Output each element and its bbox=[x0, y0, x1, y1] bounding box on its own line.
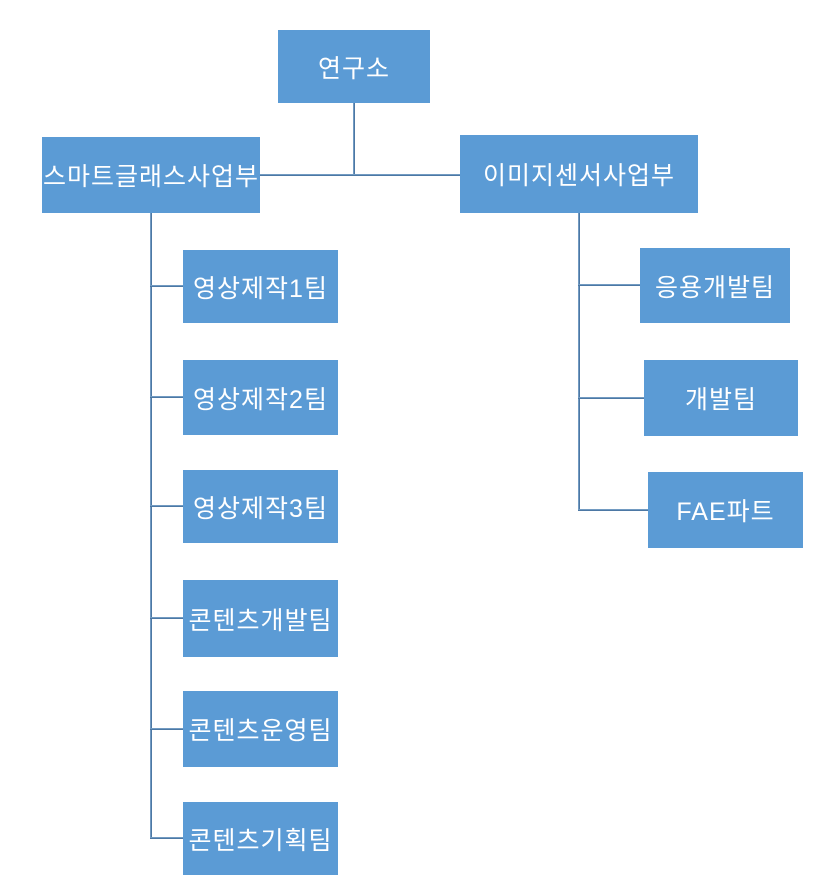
org-node-team-video-production-3: 영상제작3팀 bbox=[183, 470, 338, 543]
connector-left-stub-1 bbox=[150, 285, 183, 287]
connector-left-trunk bbox=[150, 213, 152, 839]
connector-left-stub-2 bbox=[150, 396, 183, 398]
connector-divisions-rail bbox=[260, 174, 460, 176]
org-node-team-content-operation: 콘텐츠운영팀 bbox=[183, 691, 338, 767]
connector-left-stub-5 bbox=[150, 728, 183, 730]
org-node-division-smart-glass: 스마트글래스사업부 bbox=[42, 137, 260, 213]
connector-left-stub-3 bbox=[150, 505, 183, 507]
org-node-team-video-production-1: 영상제작1팀 bbox=[183, 250, 338, 323]
connector-left-stub-4 bbox=[150, 617, 183, 619]
org-node-team-content-planning: 콘텐츠기획팀 bbox=[183, 802, 338, 875]
org-node-team-video-production-2: 영상제작2팀 bbox=[183, 360, 338, 435]
org-node-research-lab: 연구소 bbox=[278, 30, 430, 103]
org-node-team-content-development: 콘텐츠개발팀 bbox=[183, 580, 338, 657]
connector-right-trunk bbox=[578, 213, 580, 511]
org-node-team-fae-part: FAE파트 bbox=[648, 472, 803, 548]
org-node-division-image-sensor: 이미지센서사업부 bbox=[460, 135, 698, 213]
connector-right-stub-2 bbox=[578, 397, 644, 399]
connector-right-stub-1 bbox=[578, 284, 640, 286]
org-node-team-development: 개발팀 bbox=[644, 360, 798, 436]
connector-left-stub-6 bbox=[150, 837, 183, 839]
org-node-team-application-development: 응용개발팀 bbox=[640, 248, 790, 323]
connector-root-drop bbox=[353, 103, 355, 176]
connector-right-stub-3 bbox=[578, 509, 648, 511]
